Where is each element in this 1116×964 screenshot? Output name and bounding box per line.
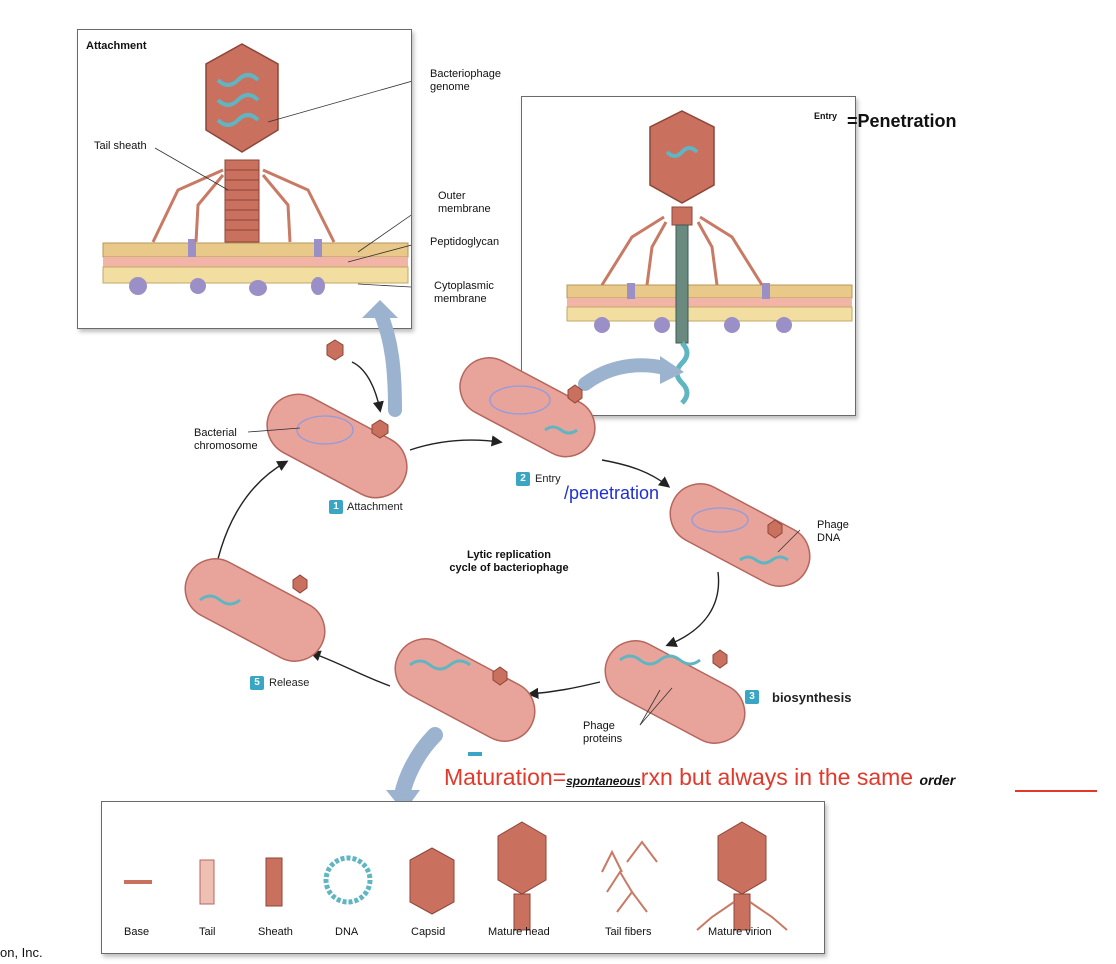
stage-label-base: Base <box>124 926 150 938</box>
phage-proteins-label: Phage proteins <box>583 720 623 745</box>
step-badge-3: 3 <box>745 690 759 704</box>
maturation-note: Maturation=spontaneousrxn but always in … <box>444 764 955 791</box>
step-badge-1: 1 <box>329 500 343 514</box>
peptidoglycan-label: Peptidoglycan <box>430 236 500 248</box>
step-badge-5: 5 <box>250 676 264 690</box>
handwritten-penetration: /penetration <box>564 483 660 503</box>
genome-label: Bacteriophage genome <box>430 68 501 93</box>
copyright-fragment: on, Inc. <box>0 945 43 960</box>
stage-label-mature-virion: Mature virion <box>708 926 772 938</box>
bacterial-chromosome-label: Bacterial chromosome <box>194 427 258 452</box>
step-label-release: Release <box>269 677 310 689</box>
hidden-step-badge-4 <box>468 752 482 756</box>
stage-label-sheath: Sheath <box>258 926 293 938</box>
entry-panel-title: Entry <box>814 111 838 121</box>
attachment-panel: Attachment Bacteri <box>77 29 501 329</box>
step-badge-2: 2 <box>516 472 530 486</box>
cycle-center-title: Lytic replication cycle of bacteriophage <box>449 549 569 574</box>
step-label-biosynthesis: biosynthesis <box>772 690 852 705</box>
scribble-order: order <box>919 772 956 788</box>
step-label-attachment: Attachment <box>347 501 403 513</box>
outer-membrane-label: Outer membrane <box>438 190 491 215</box>
entry-illustration <box>566 110 853 405</box>
assembly-panel: Base Tail Sheath DNA Capsid Mature head … <box>101 801 825 954</box>
phage-dna-label: Phage DNA <box>817 519 849 544</box>
cytoplasmic-membrane-label: Cytoplasmic membrane <box>434 280 494 305</box>
entry-panel: Entry =Penetration <box>521 96 957 416</box>
step-label-entry: Entry <box>535 473 561 485</box>
maturation-underline <box>1015 790 1097 792</box>
assembly-illustration <box>124 821 788 931</box>
stage-label-tail: Tail <box>199 926 216 938</box>
stage-label-tail-fibers: Tail fibers <box>605 926 652 938</box>
stage-label-capsid: Capsid <box>411 926 446 938</box>
tail-sheath-label: Tail sheath <box>94 140 147 152</box>
maturation-middle: rxn but always in the same <box>640 764 914 790</box>
attachment-panel-title: Attachment <box>86 40 147 52</box>
stage-label-mature-head: Mature head <box>488 926 550 938</box>
stage-label-dna: DNA <box>335 926 359 938</box>
penetration-annotation: =Penetration <box>847 111 957 131</box>
scribble-spontaneous: spontaneous <box>566 774 641 788</box>
attachment-illustration <box>102 43 411 296</box>
maturation-prefix: Maturation= <box>444 764 567 790</box>
